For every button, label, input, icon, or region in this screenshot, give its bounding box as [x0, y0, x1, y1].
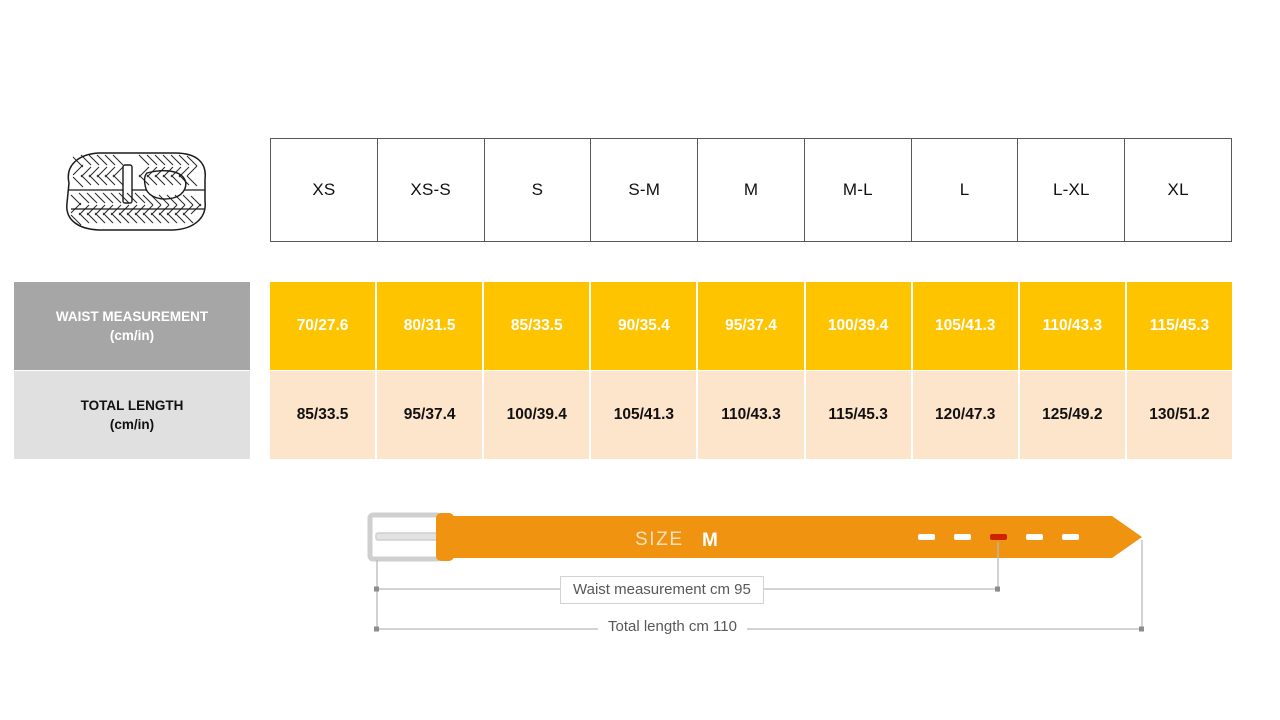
total-length-row: TOTAL LENGTH (cm/in) 85/33.5 95/37.4 100… — [14, 371, 1232, 459]
belt-size-value-label: M — [702, 530, 718, 551]
size-header-cell: XS — [271, 139, 378, 241]
total-length-value-cell: 120/47.3 — [912, 371, 1020, 459]
waist-value-cell: 115/45.3 — [1126, 282, 1232, 370]
waist-value-cell: 100/39.4 — [805, 282, 913, 370]
waist-measurement-row: WAIST MEASUREMENT (cm/in) 70/27.6 80/31.… — [14, 282, 1232, 370]
total-length-value-cell: 85/33.5 — [270, 371, 378, 459]
waist-value-cell: 85/33.5 — [484, 282, 592, 370]
row-spacer — [250, 371, 270, 459]
total-length-value-cell: 105/41.3 — [591, 371, 699, 459]
waist-value-cell: 110/43.3 — [1019, 282, 1127, 370]
total-length-value-cells: 85/33.5 95/37.4 100/39.4 105/41.3 110/43… — [270, 371, 1232, 459]
total-length-value-cell: 100/39.4 — [484, 371, 592, 459]
size-header-cell: S-M — [591, 139, 699, 241]
row-label-text: TOTAL LENGTH — [80, 397, 184, 413]
size-header-cell: M — [698, 139, 805, 241]
size-header-cell: M-L — [805, 139, 912, 241]
row-label-unit: (cm/in) — [109, 328, 155, 343]
size-header-cell: XL — [1167, 180, 1189, 199]
row-spacer — [250, 282, 270, 370]
waist-value-cells: 70/27.6 80/31.5 85/33.5 90/35.4 95/37.4 … — [270, 282, 1232, 370]
waist-measurement-label: WAIST MEASUREMENT (cm/in) — [14, 282, 250, 370]
waist-value-cell: 70/27.6 — [270, 282, 378, 370]
waist-value-cell: 105/41.3 — [912, 282, 1020, 370]
row-label-unit: (cm/in) — [109, 417, 155, 432]
total-length-label: TOTAL LENGTH (cm/in) — [14, 371, 250, 459]
size-header-cell: L-XL — [1018, 139, 1126, 241]
total-length-value-cell: 125/49.2 — [1019, 371, 1127, 459]
total-length-value-cell: 115/45.3 — [805, 371, 913, 459]
total-length-value-cell: 130/51.2 — [1126, 371, 1232, 459]
waist-value-cell: 95/37.4 — [698, 282, 806, 370]
row-label-text: WAIST MEASUREMENT — [55, 308, 209, 324]
size-header-cell: XS-S — [378, 139, 485, 241]
total-length-dimension-label: Total length cm 110 — [598, 618, 747, 635]
belt-measurement-diagram: SIZE M — [352, 500, 1152, 650]
total-length-value-cell: 110/43.3 — [698, 371, 806, 459]
waist-dimension-label: Waist measurement cm 95 — [560, 576, 764, 604]
braided-belt-illustration-icon — [55, 143, 215, 241]
size-header-cell: L — [912, 139, 1019, 241]
size-header-row: XS XS-S S S-M M M-L L L-XL XL — [270, 138, 1232, 242]
total-length-value-cell: 95/37.4 — [377, 371, 485, 459]
waist-value-cell: 80/31.5 — [377, 282, 485, 370]
waist-value-cell: 90/35.4 — [591, 282, 699, 370]
belt-size-prefix-label: SIZE — [635, 529, 684, 550]
size-header-cell: S — [485, 139, 592, 241]
